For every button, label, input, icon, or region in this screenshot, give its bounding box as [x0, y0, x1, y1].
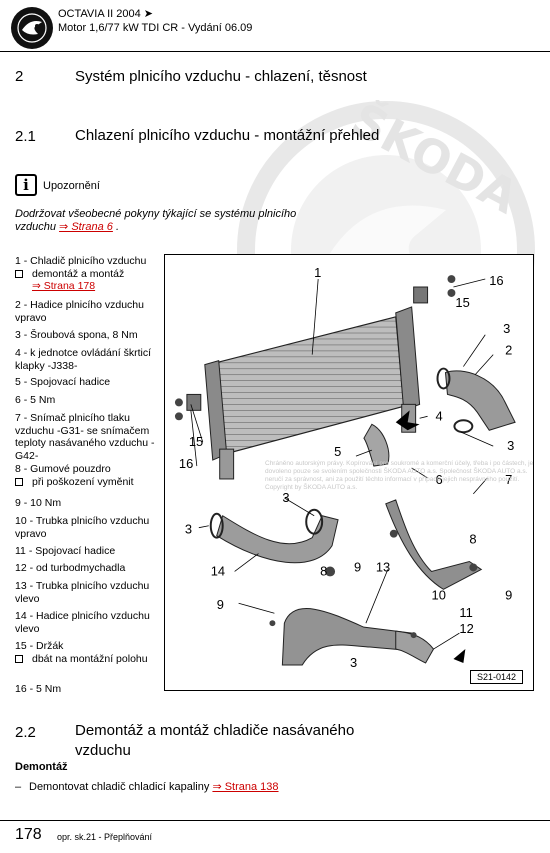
legend-link[interactable]: ⇒ Strana 178: [32, 280, 96, 292]
section-2-1-title: Chlazení plnicího vzduchu - montážní pře…: [75, 127, 380, 144]
arrow-icon: [453, 649, 466, 663]
section-2-title: Systém plnicího vzduchu - chlazení, těsn…: [75, 68, 367, 85]
exploded-view-drawing: 1 2 3 4 5 6 7 8 9 10 11 12 13 14 15 16 1…: [174, 265, 516, 670]
charge-air-cooler: [204, 306, 421, 480]
note-heading: Upozornění: [43, 180, 100, 192]
legend-item: 9 - 10 Nm: [15, 497, 62, 509]
legend-subitem-text: při poškození vyměnit: [32, 475, 134, 488]
legend-item: 2 - Hadice plnicího vzduchu vpravo: [15, 299, 144, 324]
legend-item: 7 - Snímač plnicího tlaku vzduchu -G31- …: [15, 412, 155, 462]
arrow-icon: [395, 410, 420, 431]
legend-subitem: dbát na montážní polohu: [15, 653, 165, 666]
hose-clamp: [209, 512, 224, 539]
legend-subitem: při poškození vyměnit: [15, 476, 165, 489]
callout-11: 11: [459, 605, 472, 620]
section-2-1-number: 2.1: [15, 128, 36, 145]
demontaz-heading: Demontáž: [15, 761, 68, 773]
bracket-left: [186, 393, 202, 411]
note-link[interactable]: ⇒ Strana 6: [59, 221, 113, 233]
legend-item: 4 - k jednotce ovládání škrticí klapky -…: [15, 347, 151, 372]
footer-text: opr. sk.21 - Přeplňování: [57, 832, 153, 842]
legend-label: 1 - Chladič plnicího vzduchu: [15, 255, 147, 267]
callout-15-top: 15: [455, 295, 469, 310]
step-link[interactable]: ⇒ Strana 138: [212, 781, 279, 793]
hose-left: [216, 514, 339, 564]
checkbox-icon: [15, 477, 23, 486]
hose-right: [444, 370, 516, 431]
callout-16-top: 16: [489, 273, 503, 288]
legend-label: 15 - Držák: [15, 640, 64, 652]
bracket-top: [413, 286, 429, 304]
callout-9: 9: [354, 559, 361, 574]
section-2-2-number: 2.2: [15, 724, 36, 741]
hose-clamp: [305, 508, 324, 535]
legend-subitem-text: demontáž a montáž: [32, 267, 125, 280]
legend-item: 8 - Gumové pouzdro při poškození vyměnit: [15, 463, 165, 488]
legend-item: 16 - 5 Nm: [15, 683, 62, 695]
legend-item: 1 - Chladič plnicího vzduchu demontáž a …: [15, 255, 165, 293]
header-engine: Motor 1,6/77 kW TDI CR - Vydání 06.09: [58, 22, 253, 34]
callout-14: 14: [211, 563, 225, 578]
info-icon: i: [15, 174, 37, 196]
step-dash: –: [15, 781, 22, 793]
legend-item: 3 - Šroubová spona, 8 Nm: [15, 329, 138, 341]
figure-code: S21-0142: [469, 670, 523, 684]
callout-2: 2: [505, 343, 512, 358]
callout-10: 10: [432, 587, 446, 602]
note-text: Dodržovat všeobecné pokyny týkající se s…: [15, 208, 297, 233]
callout-16: 16: [179, 456, 193, 471]
callout-15: 15: [189, 434, 203, 449]
step-text: Demontovat chladič chladicí kapaliny: [29, 781, 210, 793]
callout-13: 13: [376, 559, 390, 574]
bolts: [174, 275, 478, 639]
callout-3-right: 3: [507, 438, 514, 453]
hose-clamp: [436, 367, 451, 390]
checkbox-icon: [15, 654, 23, 663]
skoda-logo: [11, 7, 53, 49]
footer-divider: [0, 820, 550, 821]
legend-item: 14 - Hadice plnicího vzduchu vlevo: [15, 610, 150, 635]
legend-item: 5 - Spojovací hadice: [15, 376, 111, 388]
connecting-hose: [363, 423, 390, 467]
legend-label: 8 - Gumové pouzdro: [15, 463, 111, 475]
legend-item: 12 - od turbodmychadla: [15, 562, 126, 574]
callout-12: 12: [459, 621, 473, 636]
callout-9-left: 9: [217, 597, 224, 612]
checkbox-icon: [15, 269, 23, 278]
callout-3: 3: [503, 321, 510, 336]
callout-8-left: 8: [320, 563, 327, 578]
callout-8: 8: [469, 532, 476, 547]
callout-5: 5: [334, 444, 341, 459]
callout-3-mid: 3: [282, 490, 289, 505]
assembly-figure: 1 2 3 4 5 6 7 8 9 10 11 12 13 14 15 16 1…: [164, 254, 534, 691]
note-tail: .: [112, 221, 120, 233]
callout-1: 1: [314, 265, 321, 280]
page-number: 178: [15, 826, 42, 843]
section-2-2-title: Demontáž a montáž chladiče nasávaného vz…: [75, 722, 355, 759]
header-divider: [0, 51, 550, 52]
legend-item: 13 - Trubka plnicího vzduchu vlevo: [15, 580, 150, 605]
callout-3-bottom: 3: [350, 655, 357, 670]
copyright-notice: Chráněno autorským právy. Kopírování pro…: [265, 460, 534, 491]
callout-6: 6: [436, 472, 443, 487]
hose-clamp: [453, 419, 474, 434]
legend-item: 11 - Spojovací hadice: [15, 545, 116, 557]
section-2-number: 2: [15, 68, 24, 85]
legend-subitem-text: dbát na montážní polohu: [32, 652, 148, 665]
callout-4: 4: [436, 408, 443, 423]
callout-7: 7: [505, 472, 512, 487]
header-model: OCTAVIA II 2004 ➤: [58, 8, 154, 20]
legend-item: 10 - Trubka plnicího vzduchu vpravo: [15, 515, 150, 540]
callout-9-right: 9: [505, 587, 512, 602]
pipe-right: [385, 499, 483, 590]
legend-subitem: demontáž a montáž⇒ Strana 178: [15, 268, 165, 293]
demontaz-step: –Demontovat chladič chladicí kapaliny ⇒ …: [15, 780, 279, 793]
leader-lines: [190, 278, 494, 650]
legend-item: 6 - 5 Nm: [15, 394, 56, 406]
note-body: Dodržovat všeobecné pokyny týkající se s…: [15, 208, 315, 234]
legend-item: 15 - Držák dbát na montážní polohu: [15, 640, 165, 665]
callout-3-left: 3: [185, 522, 192, 537]
